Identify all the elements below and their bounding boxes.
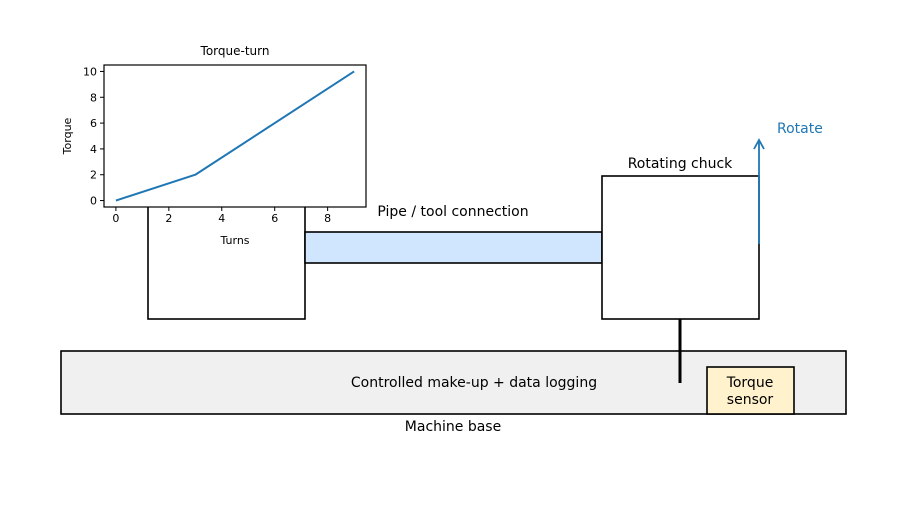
- chart-series-line-torque: [115, 70, 355, 202]
- chart-xtick-label: 6: [271, 212, 278, 225]
- torque-sensor-label-line1: Torque: [726, 375, 774, 391]
- chart-plot-background: [104, 65, 366, 207]
- rotate-arrow-head-icon: [753, 138, 765, 150]
- rotate-label: Rotate: [777, 121, 823, 137]
- chart-ytick-label: 6: [90, 117, 97, 130]
- chart-ytick-label: 0: [90, 195, 97, 208]
- chart-title: Torque-turn: [200, 44, 270, 58]
- rotating-chuck-box: [601, 175, 760, 320]
- chart-ytick-label: 2: [90, 169, 97, 182]
- machine-base-label: Machine base: [405, 419, 501, 435]
- chart-xtick-label: 0: [112, 212, 119, 225]
- chart-ytick-label: 4: [90, 143, 97, 156]
- rotating-chuck-label: Rotating chuck: [628, 156, 733, 172]
- torque-sensor-label-line2: sensor: [727, 392, 774, 408]
- chart-xtick-label: 8: [324, 212, 331, 225]
- chart-ytick-label: 8: [90, 91, 97, 104]
- chart-xtick-label: 2: [165, 212, 172, 225]
- torque-sensor-box: [706, 366, 795, 415]
- machine-base-inner-text: Controlled make-up + data logging: [351, 375, 597, 391]
- chart-frame: [103, 64, 367, 208]
- chart-xtick-label: 4: [218, 212, 225, 225]
- pipe-label: Pipe / tool connection: [377, 204, 528, 220]
- chart-xlabel: Turns: [219, 234, 249, 247]
- torque-turn-chart: 0 2 4 6 8 0 2 4 6 8 10 Torque-turn Turns Torque: [61, 44, 367, 247]
- chart-ytick-label: 10: [83, 65, 97, 78]
- pipe-box: [304, 231, 603, 264]
- chart-ylabel: Torque: [61, 117, 74, 155]
